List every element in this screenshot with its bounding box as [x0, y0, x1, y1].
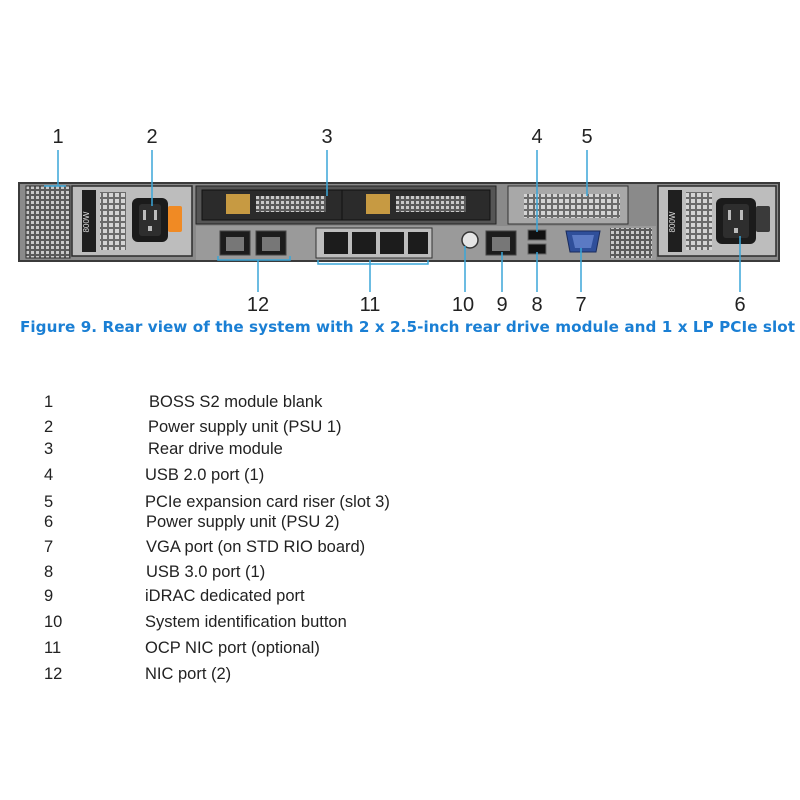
server-rear-view-diagram: 800W [18, 126, 780, 316]
legend-row: 6 Power supply unit (PSU 2) [0, 513, 800, 537]
legend-number: 8 [44, 563, 54, 581]
callout-2: 2 [146, 126, 157, 148]
psu-2-wattage-label: 800W [668, 211, 677, 232]
legend-row: 7 VGA port (on STD RIO board) [0, 538, 800, 562]
legend-label: OCP NIC port (optional) [145, 639, 320, 657]
legend-number: 7 [44, 538, 54, 556]
legend-label: Power supply unit (PSU 2) [146, 513, 340, 531]
callout-numbers: 1 2 3 4 5 6 7 8 9 10 11 12 [52, 126, 745, 316]
psu-1-release-handle [168, 206, 182, 232]
psu-2: 800W [657, 185, 777, 257]
legend-number: 11 [44, 639, 62, 657]
legend-number: 2 [44, 418, 54, 436]
legend-label: USB 2.0 port (1) [145, 466, 265, 484]
vga-port [565, 230, 601, 253]
legend-label: Power supply unit (PSU 1) [148, 418, 342, 436]
callout-7: 7 [575, 294, 586, 316]
callout-lines [44, 150, 741, 292]
legend-label: Rear drive module [148, 440, 283, 458]
legend-row: 10 System identification button [0, 613, 800, 637]
nic-ports [219, 230, 287, 256]
legend-number: 1 [44, 393, 54, 411]
callout-5: 5 [581, 126, 592, 148]
legend-row: 12 NIC port (2) [0, 665, 800, 689]
legend-label: VGA port (on STD RIO board) [146, 538, 366, 556]
legend-number: 9 [44, 587, 54, 605]
callout-3: 3 [321, 126, 332, 148]
callout-10: 10 [452, 294, 474, 316]
ocp-nic-ports [315, 227, 433, 259]
psu-1: 800W [71, 185, 193, 257]
legend-row: 11 OCP NIC port (optional) [0, 639, 800, 663]
legend-label: BOSS S2 module blank [149, 393, 323, 411]
callout-11: 11 [360, 294, 381, 316]
legend-label: USB 3.0 port (1) [146, 563, 266, 581]
rear-drive-module [195, 185, 497, 225]
boss-s2-module-blank [25, 185, 71, 259]
callout-9: 9 [496, 294, 507, 316]
legend-label: iDRAC dedicated port [145, 587, 305, 605]
callout-4: 4 [531, 126, 542, 148]
psu-1-wattage-label: 800W [82, 211, 91, 232]
legend-number: 3 [44, 440, 54, 458]
legend-row: 8 USB 3.0 port (1) [0, 563, 800, 587]
legend-number: 6 [44, 513, 54, 531]
io-vent [610, 228, 652, 258]
legend-number: 4 [44, 466, 54, 484]
legend-number: 10 [44, 613, 63, 631]
legend-row: 5 PCIe expansion card riser (slot 3) [0, 493, 800, 517]
pcie-expansion-card-riser [507, 185, 629, 225]
legend-row: 2 Power supply unit (PSU 1) [0, 418, 800, 442]
legend-row: 4 USB 2.0 port (1) [0, 466, 800, 490]
callout-6: 6 [734, 294, 745, 316]
legend-row: 1 BOSS S2 module blank [0, 393, 800, 417]
callout-12: 12 [247, 294, 269, 316]
legend-row: 3 Rear drive module [0, 440, 800, 464]
legend-label: PCIe expansion card riser (slot 3) [145, 493, 390, 511]
figure-caption: Figure 9. Rear view of the system with 2… [20, 318, 796, 336]
callout-8: 8 [531, 294, 542, 316]
legend-number: 12 [44, 665, 63, 683]
idrac-dedicated-port [485, 230, 517, 256]
legend-row: 9 iDRAC dedicated port [0, 587, 800, 611]
legend-label: NIC port (2) [145, 665, 232, 683]
legend-number: 5 [44, 493, 54, 511]
callout-1: 1 [52, 126, 63, 148]
system-identification-button [461, 231, 479, 249]
legend-label: System identification button [145, 613, 347, 631]
